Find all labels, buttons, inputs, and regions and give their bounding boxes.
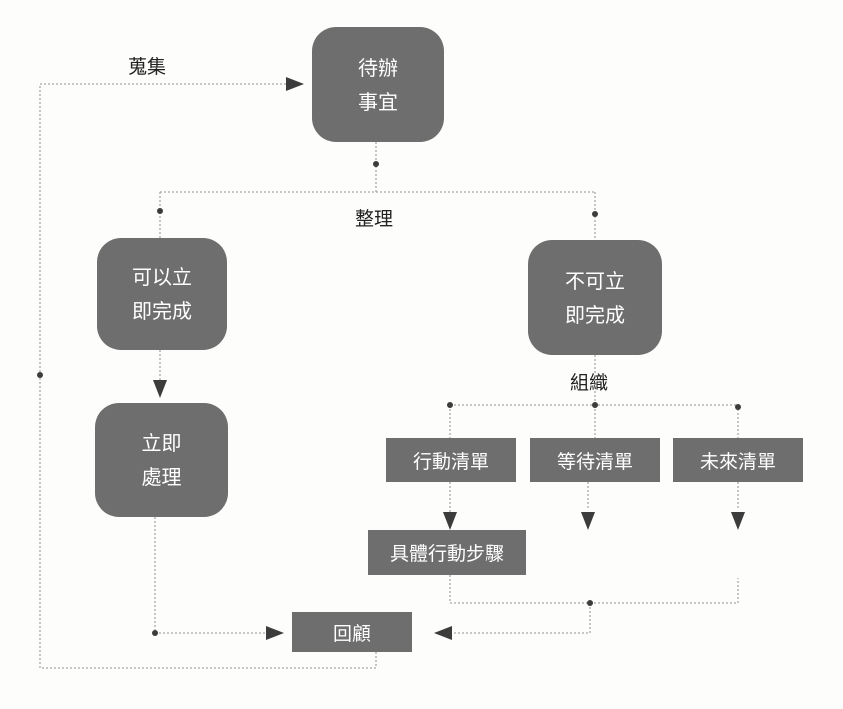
junction-dot <box>373 161 379 167</box>
junction-dot <box>592 211 598 217</box>
node-inbox-label: 待辦 事宜 <box>358 55 398 114</box>
arrowhead-to-review-left <box>266 626 284 640</box>
node-next-steps: 具體行動步驟 <box>368 530 526 575</box>
junction-dot <box>592 402 598 408</box>
junction-dot <box>735 404 741 410</box>
node-next-steps-label: 具體行動步驟 <box>389 543 504 565</box>
connector-donow-to-review <box>154 517 270 634</box>
node-action-list-label: 行動清單 <box>412 450 489 473</box>
node-do-now-label: 立即 處理 <box>141 431 182 489</box>
junction-dot <box>157 208 163 214</box>
node-review: 回顧 <box>292 612 412 652</box>
node-actionable-now-label: 可以立 即完成 <box>132 265 192 323</box>
node-someday-list-label: 未來清單 <box>699 450 776 473</box>
node-not-actionable-now-label: 不可立 即完成 <box>565 268 625 327</box>
junction-dot <box>152 630 158 636</box>
junction-dot <box>587 600 593 606</box>
label-collect: 蒐集 <box>128 56 167 78</box>
junction-dot <box>447 402 453 408</box>
connector-join-to-review <box>446 603 591 634</box>
node-review-label: 回顧 <box>332 622 371 645</box>
arrowhead-waiting <box>581 512 595 530</box>
node-waiting-list: 等待清單 <box>530 438 660 482</box>
node-do-now: 立即 處理 <box>95 403 228 517</box>
node-waiting-list-label: 等待清單 <box>556 450 633 473</box>
node-not-actionable-now: 不可立 即完成 <box>528 240 662 355</box>
label-organize: 組織 <box>570 372 609 394</box>
label-clarify: 整理 <box>355 208 394 230</box>
junction-dot <box>37 372 43 378</box>
arrowhead-someday <box>731 512 745 530</box>
node-someday-list: 未來清單 <box>673 438 803 482</box>
arrowhead-to-steps <box>443 512 457 530</box>
node-actionable-now: 可以立 即完成 <box>97 238 227 350</box>
arrowhead-to-inbox <box>286 77 304 91</box>
arrowhead-to-review-right <box>434 626 452 640</box>
node-inbox: 待辦 事宜 <box>312 27 444 142</box>
connector-review-to-loop <box>39 83 377 669</box>
arrowhead-to-donow <box>153 380 167 398</box>
connector-steps-down <box>449 575 739 604</box>
node-action-list: 行動清單 <box>386 438 516 482</box>
